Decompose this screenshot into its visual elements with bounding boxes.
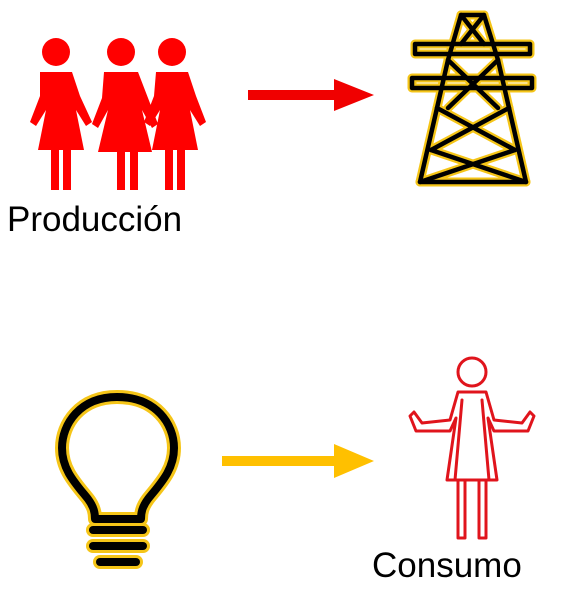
production-label: Producción — [7, 200, 183, 239]
light-bulb-icon — [55, 390, 181, 569]
arrow-right-icon — [248, 79, 374, 111]
power-tower-icon — [407, 10, 537, 187]
consumption-label: Consumo — [372, 546, 522, 585]
three-women-icon — [30, 38, 206, 190]
woman-outline-icon — [408, 356, 536, 540]
arrow-right-icon — [222, 444, 374, 478]
